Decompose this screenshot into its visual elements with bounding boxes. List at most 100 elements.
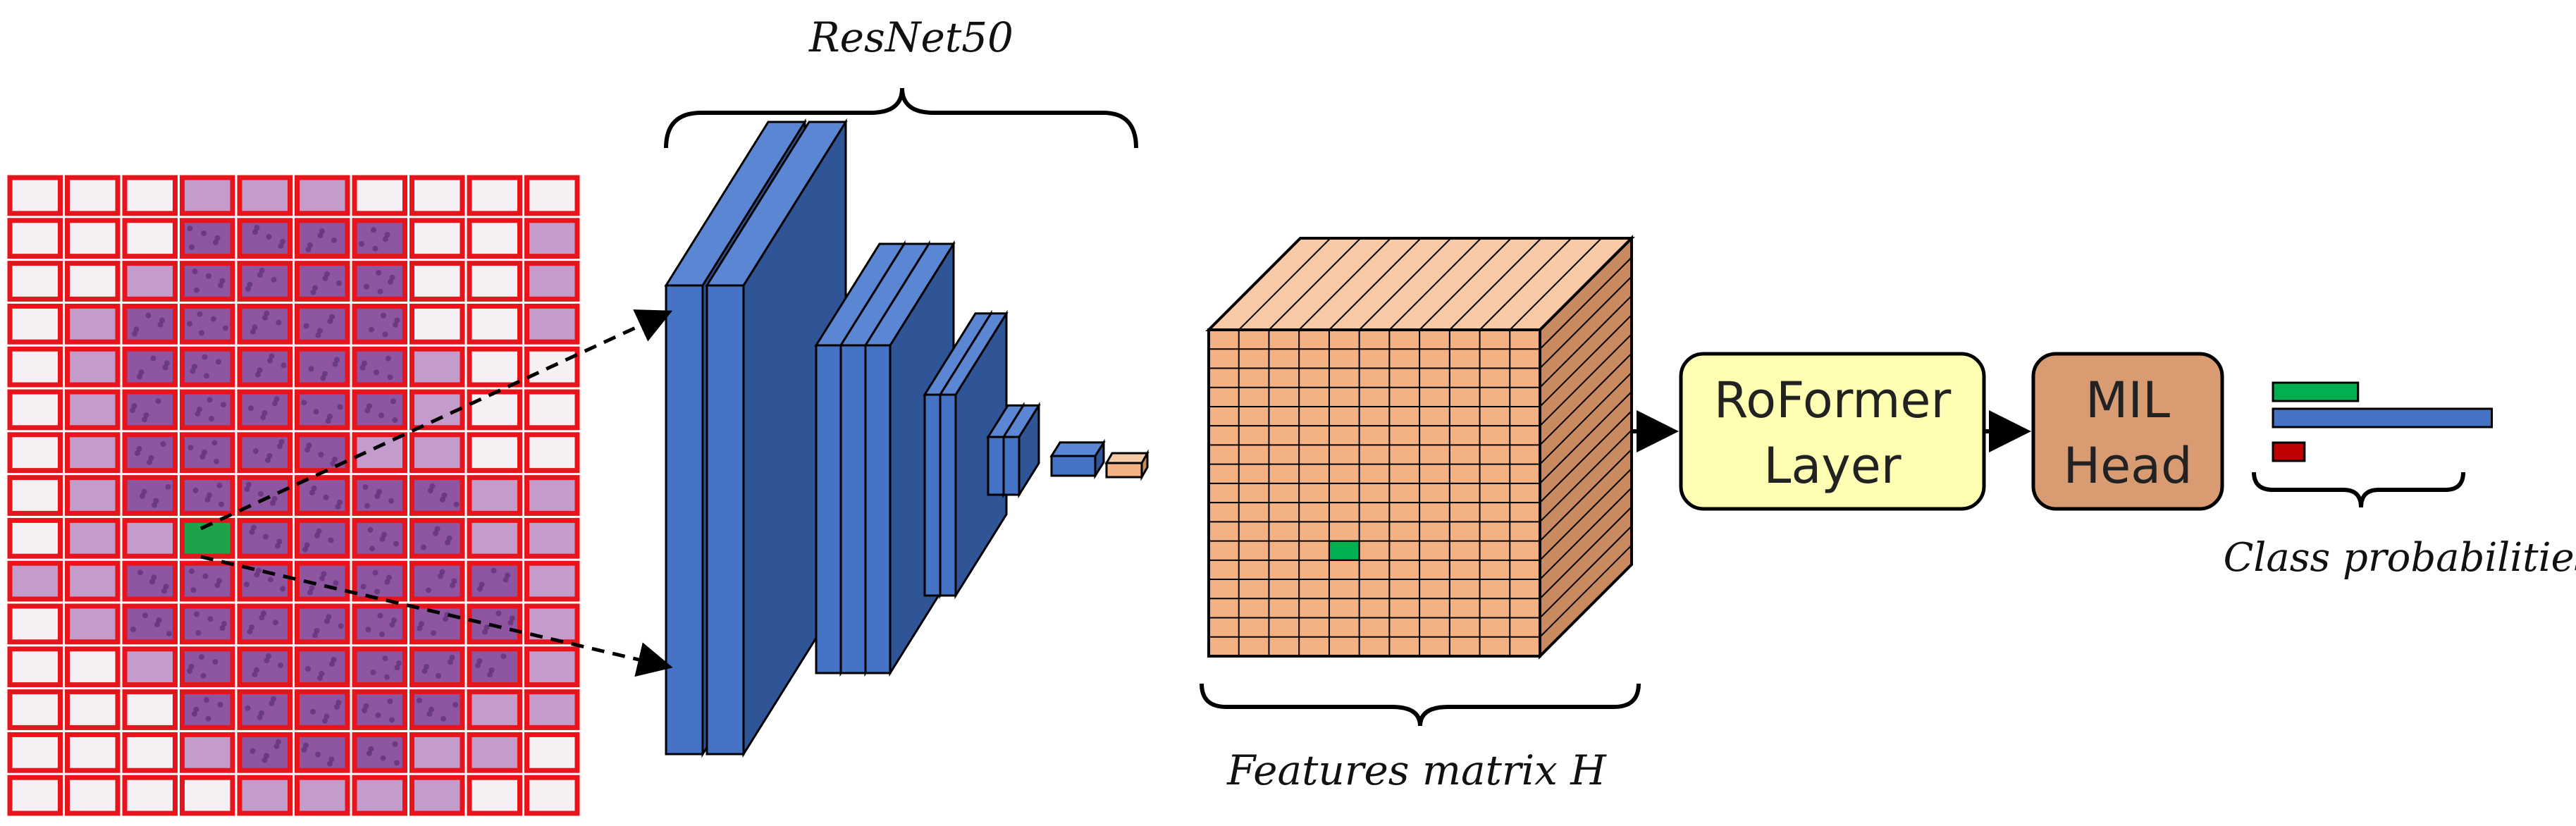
wsi-tile: [467, 261, 522, 302]
wsi-tile: [122, 218, 178, 259]
wsi-tile: [524, 175, 580, 216]
wsi-tile: [237, 389, 292, 431]
wsi-tile: [467, 689, 522, 730]
wsi-tile: [295, 732, 350, 773]
features-brace: [1200, 683, 1641, 727]
resnet-stage3-slab-b: [938, 309, 1009, 600]
wsi-tile: [295, 261, 350, 302]
wsi-tile: [7, 218, 63, 259]
wsi-tile: [65, 432, 121, 474]
wsi-tile: [352, 689, 407, 730]
wsi-tile: [295, 175, 350, 216]
wsi-tile: [524, 689, 580, 730]
wsi-tile: [467, 175, 522, 216]
wsi-tile: [409, 560, 465, 602]
wsi-tile: [409, 646, 465, 688]
output-brace: [2252, 471, 2465, 508]
wsi-tile: [295, 303, 350, 345]
wsi-tile: [524, 261, 580, 302]
wsi-tile: [352, 432, 407, 474]
wsi-tile: [65, 175, 121, 216]
wsi-tile: [295, 346, 350, 388]
wsi-tile: [467, 389, 522, 431]
wsi-tile: [65, 261, 121, 302]
wsi-tile: [295, 517, 350, 559]
wsi-tile: [295, 218, 350, 259]
wsi-tile: [122, 261, 178, 302]
wsi-tile: [65, 389, 121, 431]
wsi-tile: [352, 732, 407, 773]
wsi-tile: [237, 775, 292, 816]
wsi-tile: [295, 775, 350, 816]
wsi-tile: [524, 303, 580, 345]
wsi-tile: [7, 346, 63, 388]
wsi-tile: [352, 775, 407, 816]
wsi-tile: [295, 603, 350, 645]
wsi-tile: [352, 303, 407, 345]
wsi-tile: [352, 261, 407, 302]
wsi-tile: [467, 303, 522, 345]
resnet-label: ResNet50: [808, 13, 1013, 61]
wsi-tile: [65, 218, 121, 259]
wsi-tile: [7, 646, 63, 688]
wsi-tile: [122, 517, 178, 559]
wsi-tile: [237, 689, 292, 730]
wsi-tile: [237, 603, 292, 645]
wsi-tile: [467, 346, 522, 388]
wsi-tile: [180, 732, 235, 773]
wsi-tile: [409, 346, 465, 388]
probability-bar-blue: [2272, 407, 2493, 429]
wsi-tile: [409, 175, 465, 216]
wsi-tile: [524, 432, 580, 474]
wsi-tile: [180, 175, 235, 216]
wsi-tile: [352, 175, 407, 216]
class-probability-bars: [2272, 381, 2493, 462]
wsi-tile: [237, 303, 292, 345]
wsi-tile: [7, 775, 63, 816]
mil-label-line1: MIL: [2085, 371, 2170, 429]
wsi-tile: [122, 775, 178, 816]
wsi-tile: [65, 560, 121, 602]
wsi-tile: [409, 218, 465, 259]
wsi-tile: [352, 603, 407, 645]
roformer-label-line2: Layer: [1763, 437, 1901, 495]
wsi-tile: [122, 689, 178, 730]
wsi-tile: [467, 432, 522, 474]
wsi-tile: [524, 732, 580, 773]
wsi-tile: [122, 389, 178, 431]
wsi-tile: [409, 517, 465, 559]
wsi-tile: [122, 732, 178, 773]
wsi-tile: [7, 261, 63, 302]
wsi-tile: [409, 303, 465, 345]
probability-bar-red: [2272, 441, 2306, 462]
wsi-tile: [352, 475, 407, 516]
wsi-tile: [409, 732, 465, 773]
wsi-tile: [65, 689, 121, 730]
wsi-tile: [65, 517, 121, 559]
wsi-tile: [524, 560, 580, 602]
wsi-tile: [352, 560, 407, 602]
wsi-tile: [524, 517, 580, 559]
wsi-tile: [180, 560, 235, 602]
resnet50-backbone: [664, 118, 1150, 758]
wsi-tile: [295, 689, 350, 730]
mil-label-line2: Head: [2063, 437, 2192, 495]
wsi-tile: [237, 175, 292, 216]
wsi-tile: [352, 646, 407, 688]
wsi-tile: [237, 261, 292, 302]
roformer-label-line1: RoFormer: [1714, 371, 1952, 429]
wsi-tile: [7, 175, 63, 216]
wsi-tile: [65, 346, 121, 388]
wsi-tile: [295, 389, 350, 431]
wsi-tile: [409, 432, 465, 474]
wsi-tile: [7, 303, 63, 345]
probability-bar-green: [2272, 381, 2360, 402]
wsi-tile: [180, 389, 235, 431]
wsi-tile: [409, 689, 465, 730]
wsi-tile: [7, 603, 63, 645]
resnet-brace: [664, 87, 1138, 149]
wsi-tile: [122, 603, 178, 645]
wsi-tile: [237, 218, 292, 259]
wsi-tile: [524, 646, 580, 688]
patch-to-resnet-arrow-bottom: [200, 555, 673, 677]
